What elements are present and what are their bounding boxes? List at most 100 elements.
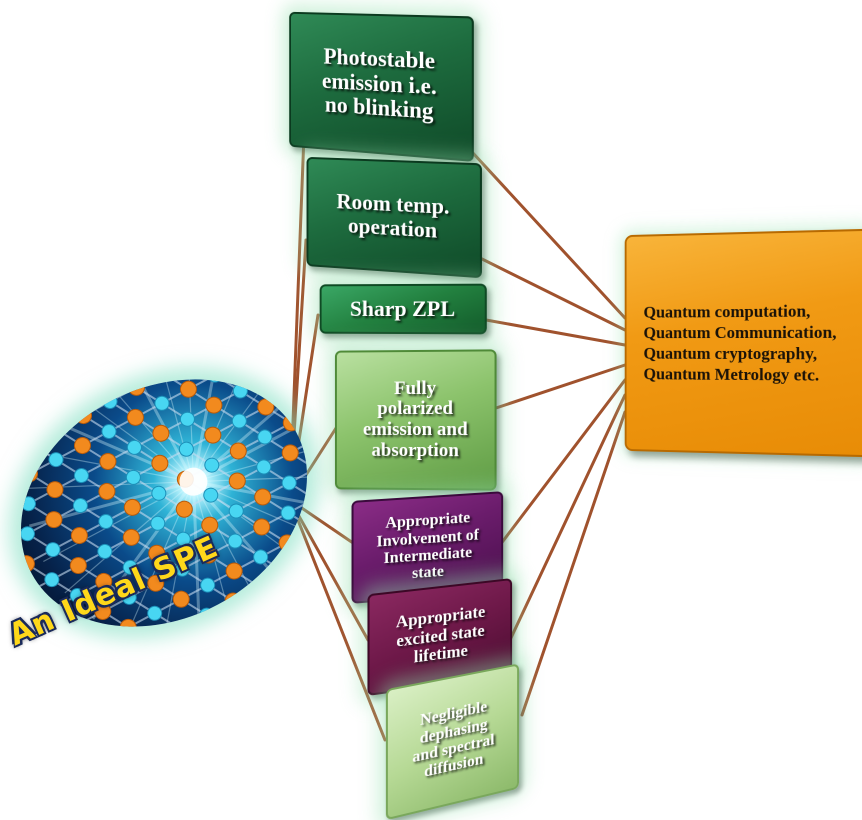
lattice-bond (260, 580, 285, 610)
app-link-dephasing (522, 412, 625, 715)
boron-atom (275, 562, 297, 584)
property-sharp-zpl-line-1: Sharp ZPL (350, 297, 455, 321)
boron-atom (173, 498, 195, 520)
lattice-bond (5, 414, 31, 428)
lattice-bond (207, 608, 232, 638)
nitrogen-atom (95, 542, 114, 561)
applications-box: Quantum computation, Quantum Communicati… (625, 229, 862, 458)
lattice-bond (259, 603, 285, 617)
nitrogen-atom (43, 540, 62, 559)
boron-atom (125, 407, 147, 429)
lattice-bond (101, 657, 127, 671)
lattice-bond (206, 631, 232, 645)
boron-atom (279, 442, 301, 464)
nitrogen-atom (276, 593, 295, 612)
lattice-bond (206, 638, 231, 668)
boron-atom (15, 583, 37, 605)
boron-atom (202, 424, 224, 446)
boron-atom (64, 645, 86, 667)
boron-atom (44, 479, 66, 501)
nitrogen-atom (223, 622, 242, 641)
nitrogen-atom (72, 466, 91, 485)
lattice-bond (179, 645, 205, 659)
lattice-bond (154, 636, 179, 666)
lattice-bond (286, 566, 311, 596)
nitrogen-atom (101, 392, 120, 411)
app-link-sharp-zpl (486, 320, 625, 345)
boron-atom (69, 525, 91, 547)
nitrogen-atom (255, 427, 274, 446)
lattice-bond (180, 622, 205, 652)
boron-atom (120, 527, 142, 549)
lattice-bond (259, 610, 284, 640)
applications-line-4: Quantum Metrology etc. (643, 364, 862, 387)
nitrogen-atom (148, 514, 167, 533)
app-link-lifetime (510, 395, 625, 640)
nitrogen-atom (19, 494, 38, 513)
boron-atom (170, 588, 192, 610)
boron-atom (47, 389, 69, 411)
light-ray (37, 364, 193, 531)
nitrogen-atom (231, 382, 250, 401)
boron-atom (117, 617, 139, 639)
nitrogen-atom (48, 420, 67, 439)
boron-atom (222, 590, 244, 612)
boron-atom (195, 634, 217, 656)
boron-atom (256, 366, 278, 388)
property-polarized-line-3: emission and (363, 420, 468, 441)
nitrogen-atom (75, 376, 94, 395)
boron-atom (16, 553, 38, 575)
lattice-bond (154, 629, 180, 643)
app-link-polarized (496, 365, 625, 408)
boron-atom (223, 560, 245, 582)
nitrogen-atom (280, 473, 299, 492)
lattice-bond (58, 386, 84, 400)
lattice-bond (207, 601, 233, 615)
lattice-bond (267, 370, 292, 400)
nitrogen-atom (250, 577, 269, 596)
nitrogen-atom (144, 634, 163, 653)
property-photostable: Photostable emission i.e. no blinking (289, 12, 474, 162)
boron-atom (251, 516, 273, 538)
boron-atom (280, 412, 302, 434)
nitrogen-atom (145, 604, 164, 623)
boron-atom (116, 647, 138, 669)
nitrogen-atom (304, 519, 323, 538)
property-room-temp: Room temp. operation (307, 157, 482, 278)
nitrogen-atom (42, 570, 61, 589)
boron-atom (150, 422, 172, 444)
nitrogen-atom (47, 450, 66, 469)
nitrogen-atom (149, 484, 168, 503)
property-polarized-line-1: Fully (363, 379, 468, 400)
boron-atom (169, 618, 191, 640)
nitrogen-atom (178, 410, 197, 429)
boron-atom (276, 532, 298, 554)
lattice-bond (85, 371, 111, 385)
lattice-bond (233, 594, 258, 624)
property-room-temp-line-2: operation (336, 213, 449, 243)
nitrogen-atom (0, 478, 12, 497)
property-polarized-line-2: polarized (363, 399, 468, 420)
nitrogen-atom (71, 496, 90, 515)
boron-atom (43, 509, 65, 531)
lattice-bond (285, 589, 311, 603)
boron-atom (227, 440, 249, 462)
applications-line-2: Quantum Communication, (643, 321, 862, 343)
property-polarized: Fully polarized emission and absorption (335, 349, 497, 490)
nitrogen-atom (170, 650, 189, 669)
boron-atom (68, 555, 90, 577)
boron-atom (178, 378, 200, 400)
boron-atom (252, 486, 274, 508)
nitrogen-atom (18, 524, 37, 543)
boron-atom (248, 606, 270, 628)
lattice-bond (285, 596, 310, 626)
nitrogen-atom (92, 632, 111, 651)
nitrogen-atom (198, 576, 217, 595)
nitrogen-atom (96, 512, 115, 531)
applications-line-3: Quantum cryptography, (643, 343, 862, 365)
boron-atom (73, 405, 95, 427)
lattice-bond (232, 624, 257, 654)
nitrogen-atom (283, 383, 302, 402)
boron-atom (96, 481, 118, 503)
